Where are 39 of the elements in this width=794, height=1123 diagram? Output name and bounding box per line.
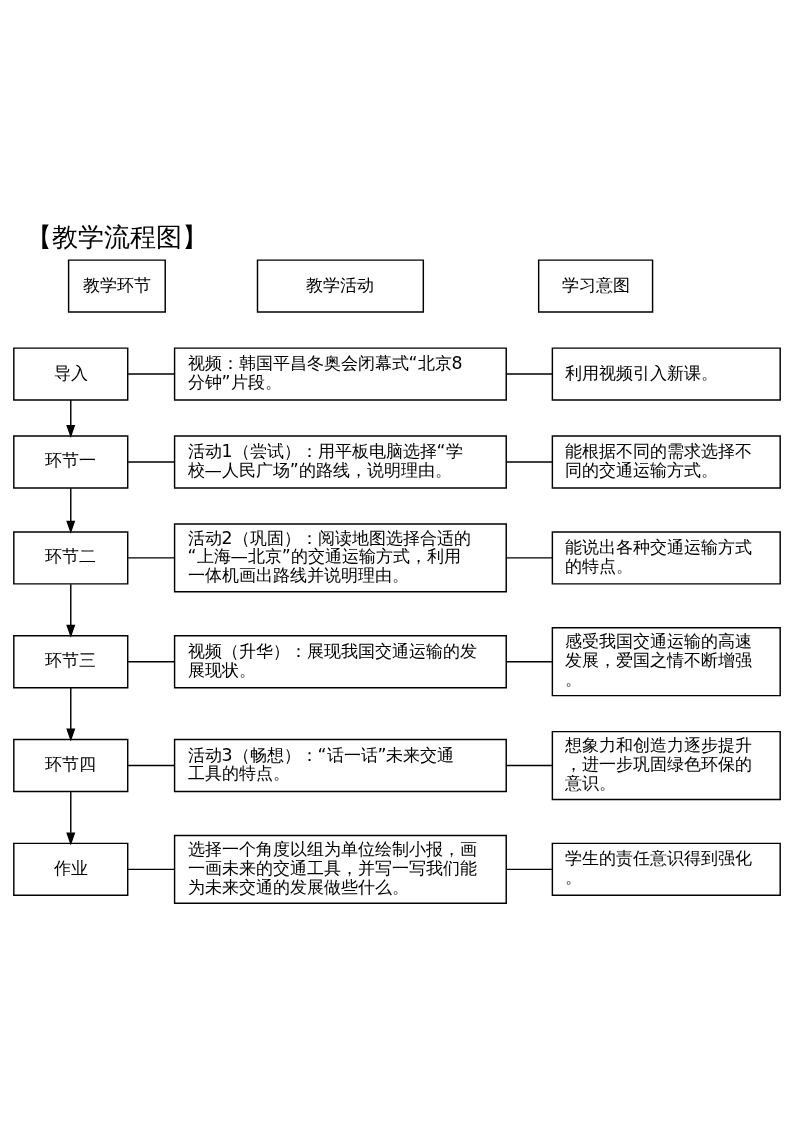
arrow bbox=[66, 687, 76, 742]
node-box: 作业 bbox=[13, 842, 129, 896]
node-box: 活动2（巩固）：阅读地图选择合适的“上海—北京”的交通运输方式，利用一体机画出路线并说明理由。 bbox=[173, 523, 507, 593]
node-box: 选择一个角度以组为单位绘制小报，画一画未来的交通工具，并写一写我们能为未来交通的发展做些什么。 bbox=[173, 834, 507, 904]
node-box: 环节一 bbox=[13, 435, 129, 489]
node-box: 活动1（尝试）：用平板电脑选择“学校—人民广场”的路线，说明理由。 bbox=[173, 435, 507, 489]
connector bbox=[127, 373, 175, 375]
connector bbox=[505, 557, 553, 559]
node-box: 能说出各种交通运输方式的特点。 bbox=[551, 531, 781, 585]
connector bbox=[505, 373, 553, 375]
connector bbox=[505, 461, 553, 463]
arrow bbox=[66, 583, 76, 638]
connector bbox=[127, 764, 175, 767]
node-box: 导入 bbox=[13, 347, 129, 401]
node-box: 活动3（畅想）：“话一话”未来交通工具的特点。 bbox=[173, 738, 507, 793]
node-box: 视频：韩国平昌冬奥会闭幕式“北京8分钟”片段。 bbox=[173, 347, 507, 401]
node-box: 学习意图 bbox=[537, 259, 654, 313]
node-box: 想象力和创造力逐步提升，进一步巩固绿色环保的意识。 bbox=[551, 730, 781, 801]
connector bbox=[505, 868, 553, 871]
connector bbox=[127, 461, 175, 463]
node-box: 环节二 bbox=[13, 531, 129, 585]
node-box: 教学环节 bbox=[67, 259, 166, 313]
node-box: 能根据不同的需求选择不同的交通运输方式。 bbox=[551, 435, 781, 489]
connector bbox=[127, 661, 175, 663]
diagram-title: 【教学流程图】 bbox=[25, 222, 208, 253]
connector bbox=[505, 661, 553, 663]
node-box: 利用视频引入新课。 bbox=[551, 347, 781, 401]
arrow bbox=[66, 399, 76, 438]
connector bbox=[127, 868, 175, 871]
connector bbox=[505, 764, 553, 767]
node-box: 感受我国交通运输的高速发展，爱国之情不断增强。 bbox=[551, 627, 781, 697]
node-box: 视频（升华）：展现我国交通运输的发展现状。 bbox=[173, 635, 507, 689]
node-box: 学生的责任意识得到强化。 bbox=[551, 842, 781, 896]
connector bbox=[127, 557, 175, 559]
node-box: 环节三 bbox=[13, 635, 129, 689]
node-box: 教学活动 bbox=[256, 259, 425, 313]
arrow bbox=[66, 487, 76, 534]
node-box: 环节四 bbox=[13, 738, 129, 793]
arrow bbox=[66, 791, 76, 846]
